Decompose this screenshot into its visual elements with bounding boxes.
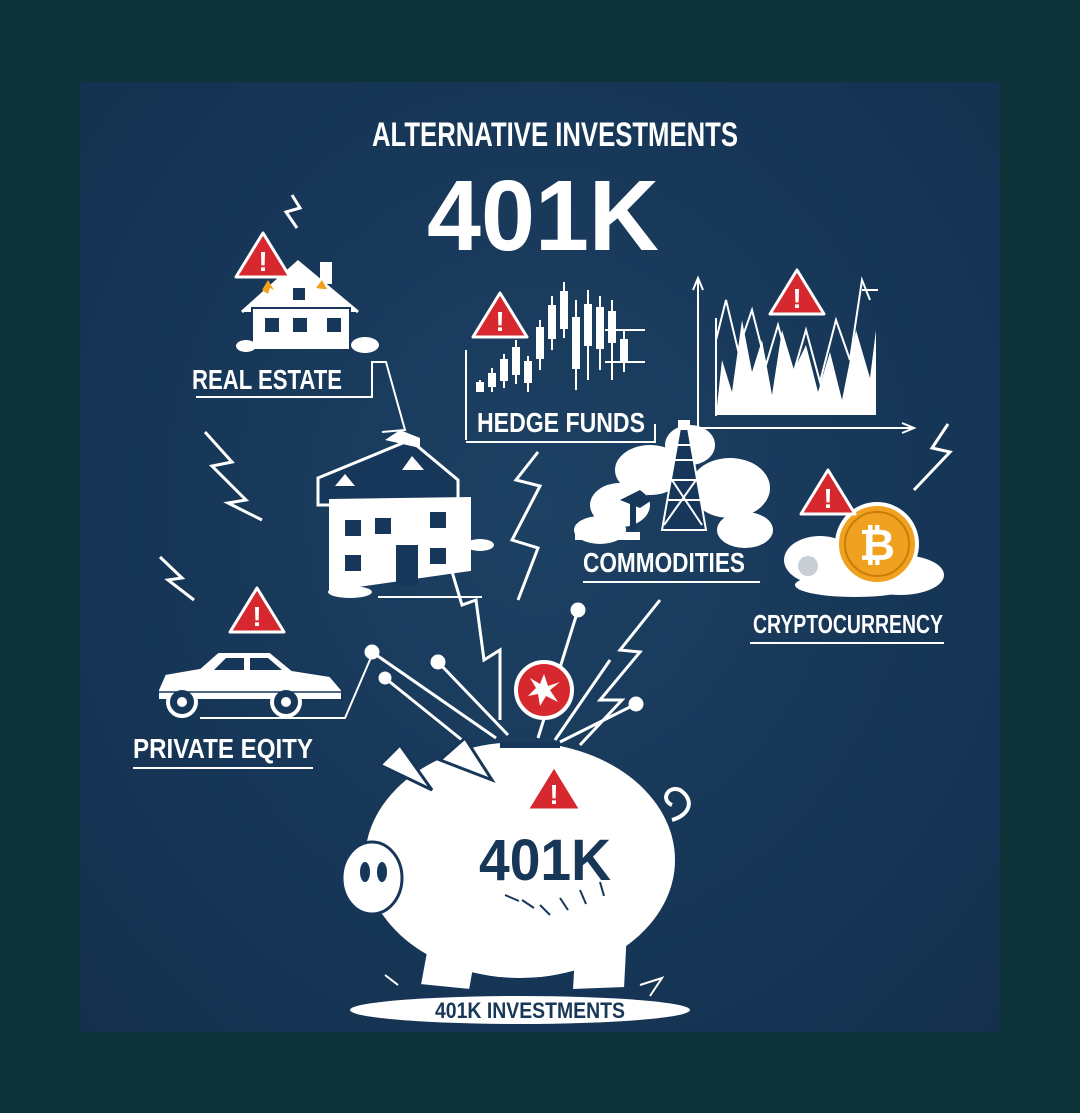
house-icon [316,430,494,598]
svg-text:!: ! [549,779,558,810]
subtitle: ALTERNATIVE INVESTMENTS [372,116,738,154]
house-icon [236,260,379,353]
piggy-bank-base-label: 401K INVESTMENTS [435,998,625,1023]
label-hedge-funds: HEDGE FUNDS [477,407,645,438]
bitcoin-icon: ₿ [784,502,944,597]
candlestick-chart-icon [465,282,645,440]
connector-line [200,654,373,719]
label-commodities: COMMODITIES [583,547,745,578]
connector-line [466,424,656,443]
lightning-icon [158,194,953,747]
warning-icon: ! [799,468,857,516]
label-cryptocurrency: CRYPTOCURRENCY [753,609,943,639]
line-chart-icon [692,275,917,434]
crack-lines [384,974,665,997]
oil-rig-icon [574,420,773,548]
alert-badge-icon [514,660,574,720]
page-title: 401K [427,160,659,272]
warning-icon: ! [525,764,583,812]
piggy-bank-icon [340,735,691,1024]
svg-text:!: ! [792,283,801,314]
warning-icon: ! [228,586,286,634]
svg-text:!: ! [258,246,267,277]
warning-icon: ! [471,291,529,339]
svg-text:!: ! [823,483,832,514]
label-real-estate: REAL ESTATE [192,364,342,395]
connector-line [196,361,407,433]
warning-icon: ! [768,268,826,316]
label-private-equity: PRIVATE EQITY [133,733,313,764]
svg-text:!: ! [495,306,504,337]
svg-text:!: ! [252,601,261,632]
bitcoin-symbol: ₿ [859,521,895,570]
piggy-bank-label: 401K [479,828,611,893]
car-icon [156,651,344,718]
warning-icon: ! [234,231,292,279]
connector-pins [364,602,644,744]
